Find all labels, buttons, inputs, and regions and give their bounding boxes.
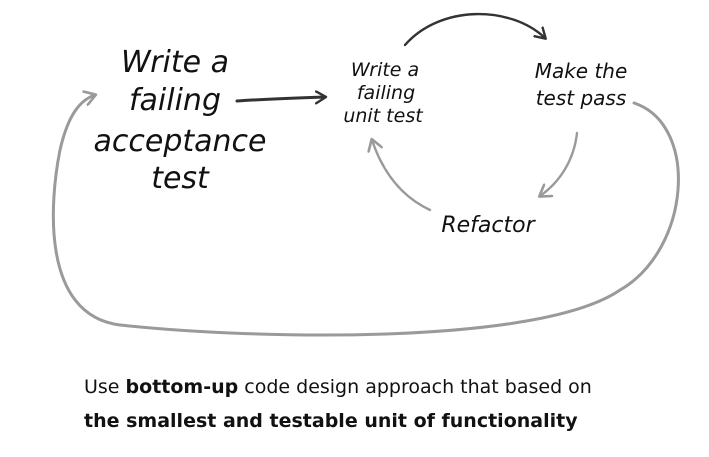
- unit-to-pass-arrow: [403, 12, 545, 47]
- caption-text-2: code design approach that based on: [238, 376, 592, 398]
- caption-bold-bottom-up: bottom-up: [125, 376, 239, 398]
- unit-line-3: unit test: [343, 105, 424, 127]
- node-make-test-pass: Make the test pass: [535, 59, 628, 110]
- node-unit-test: Write a failing unit test: [343, 59, 424, 127]
- unit-line-2: failing: [357, 82, 415, 104]
- node-refactor: Refactor: [441, 213, 536, 238]
- pass-to-refactor-arrow: [540, 131, 579, 196]
- caption-bold-smallest-unit: the smallest and testable unit of functi…: [84, 410, 578, 432]
- caption-text-1: Use: [84, 376, 126, 398]
- refactor-label: Refactor: [441, 213, 536, 238]
- caption-line-2: the smallest and testable unit of functi…: [84, 404, 684, 438]
- pass-line-1: Make the: [535, 59, 628, 83]
- acceptance-line-1: Write a: [121, 45, 229, 80]
- node-acceptance-test: Write a failing acceptance test: [94, 45, 267, 196]
- acceptance-line-2: failing: [129, 83, 221, 118]
- outer-loop-arrow: [51, 95, 680, 337]
- caption-line-1: Use bottom-up code design approach that …: [84, 370, 684, 404]
- caption: Use bottom-up code design approach that …: [84, 370, 684, 438]
- refactor-to-unit-arrow: [372, 140, 432, 212]
- acceptance-line-3: acceptance: [94, 124, 267, 159]
- acceptance-to-unit-arrow: [235, 97, 325, 101]
- acceptance-line-4: test: [151, 161, 210, 196]
- unit-line-1: Write a: [351, 59, 419, 81]
- pass-line-2: test pass: [536, 86, 627, 110]
